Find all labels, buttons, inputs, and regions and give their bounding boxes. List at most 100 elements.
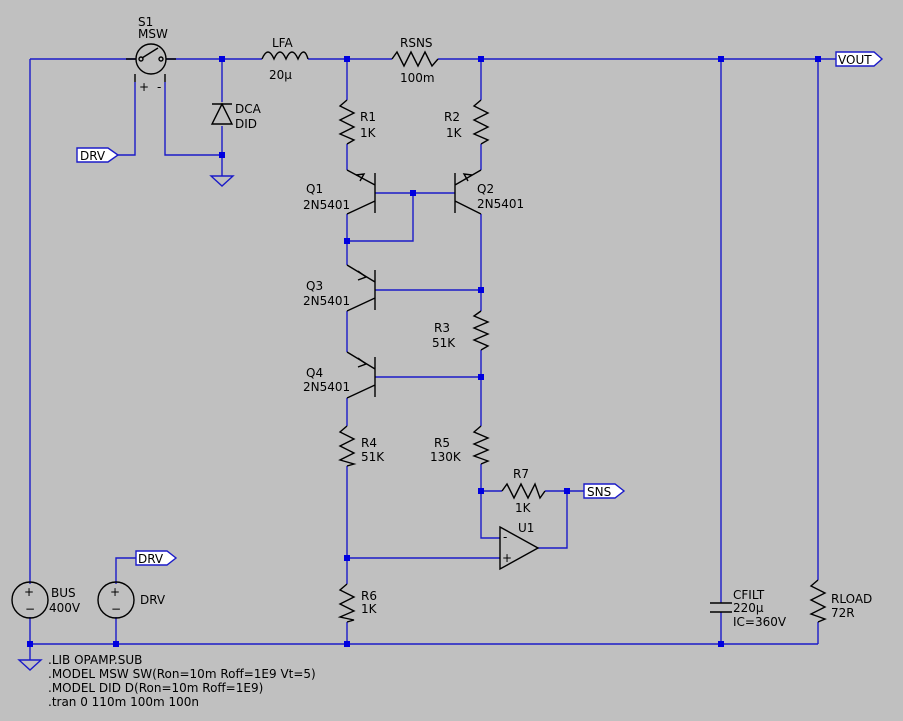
flag-sns[interactable]: SNS [583,483,626,499]
wire-switch-minus [164,82,222,156]
junction [478,287,484,293]
drv-plus: + [110,585,120,599]
opamp-minus-pin: - [503,530,507,544]
q2-value: 2N5401 [477,197,524,211]
resistor-zigzag [472,425,490,465]
resistor-rload[interactable]: RLOAD 72R [809,579,872,623]
rload-value: 72R [831,606,855,620]
junction [344,56,350,62]
s1-name: S1 [138,15,153,29]
resistor-rsns[interactable]: RSNS 100m [391,36,439,85]
wire-mirror-bases [347,192,455,242]
rsns-name: RSNS [400,36,433,50]
resistor-zigzag [338,425,357,467]
wire-switch-plus [118,82,136,156]
switch-body [135,43,167,75]
capacitor-cfilt[interactable]: CFILT 220µ IC=360V [710,588,787,629]
diode-triangle [210,102,234,125]
bus-minus: − [25,602,35,616]
resistor-zigzag [809,579,827,623]
emitter-arrow [462,173,473,182]
dca-name: DCA [235,102,262,116]
q1-name: Q1 [306,182,323,196]
emitter-arrow [357,357,368,368]
directive-line: .MODEL MSW SW(Ron=10m Roff=1E9 Vt=5) [48,667,316,681]
junction [478,56,484,62]
r2-name: R2 [444,110,460,124]
switch-blade [141,47,159,59]
wires [29,58,836,660]
r7-value: 1K [515,501,532,515]
r3-value: 51K [432,336,456,350]
lfa-name: LFA [272,36,293,50]
r4-value: 51K [361,450,385,464]
flag-drv-source[interactable]: DRV [135,550,178,566]
r4-name: R4 [361,436,377,450]
emitter-arrow [357,270,368,281]
resistor-r1[interactable]: R1 1K [338,99,377,145]
junction [410,190,416,196]
wire-opamp-out [538,491,568,549]
opamp-triangle [499,525,540,571]
r5-name: R5 [434,436,450,450]
cfilt-ic: IC=360V [733,615,787,629]
spice-directives: .LIB OPAMP.SUB .MODEL MSW SW(Ron=10m Rof… [48,653,316,709]
resistor-zigzag [501,482,546,500]
opamp-plus-pin: + [502,551,512,565]
inductor-coil [261,51,309,61]
q1-value: 2N5401 [303,198,350,212]
junction [564,488,570,494]
source-bus[interactable]: + − BUS 400V [11,581,81,619]
cfilt-value: 220µ [733,601,764,615]
transistor-q3[interactable]: Q3 2N5401 [303,264,376,312]
opamp-u1[interactable]: - + U1 [499,521,540,571]
rload-name: RLOAD [831,592,872,606]
resistor-r4[interactable]: R4 51K [338,425,385,467]
inductor-lfa[interactable]: LFA 20µ [261,36,309,82]
junction [219,152,225,158]
u1-name: U1 [518,521,534,535]
drv-name: DRV [140,593,166,607]
cfilt-name: CFILT [733,588,765,602]
resistor-r2[interactable]: R2 1K [444,99,490,145]
resistor-zigzag [472,99,490,145]
rsns-value: 100m [400,71,435,85]
resistor-r3[interactable]: R3 51K [432,310,490,351]
ground-icon [17,659,43,671]
resistor-zigzag [338,99,356,145]
source-drv[interactable]: + − DRV [97,581,166,619]
resistor-r7[interactable]: R7 1K [501,467,546,515]
wire-opamp-minus [480,491,500,539]
q2-name: Q2 [477,182,494,196]
junction [344,641,350,647]
flag-drv-switch-label: DRV [80,149,106,163]
flag-drv-switch[interactable]: DRV [76,147,120,163]
wire-drv-source [115,557,136,584]
junction [718,56,724,62]
capacitor-plates [710,602,732,613]
junctions [27,56,821,647]
r3-name: R3 [434,321,450,335]
flag-drv-source-label: DRV [138,552,164,566]
directive-line: .MODEL DID D(Ron=10m Roff=1E9) [48,681,263,695]
directive-line: .tran 0 110m 100m 100n [48,695,199,709]
s1-value: MSW [138,27,168,41]
resistor-r5[interactable]: R5 130K [430,425,490,465]
r1-name: R1 [360,110,376,124]
r6-name: R6 [361,589,377,603]
resistor-zigzag [337,583,356,623]
r2-value: 1K [446,126,463,140]
junction [344,555,350,561]
r5-value: 130K [430,450,462,464]
source-circle [11,581,49,619]
flag-vout[interactable]: VOUT [835,51,884,67]
ground-icon [209,175,235,187]
switch-s1[interactable]: S1 MSW + - [126,15,176,94]
emitter-arrow [355,173,366,182]
diode-dca[interactable]: DCA DID [210,102,262,131]
s1-plus-pin: + [139,80,149,94]
resistor-r6[interactable]: R6 1K [337,583,378,623]
transistor-q1[interactable]: Q1 2N5401 [303,169,376,215]
transistor-q4[interactable]: Q4 2N5401 [303,351,376,399]
transistor-q2[interactable]: Q2 2N5401 [454,169,524,215]
